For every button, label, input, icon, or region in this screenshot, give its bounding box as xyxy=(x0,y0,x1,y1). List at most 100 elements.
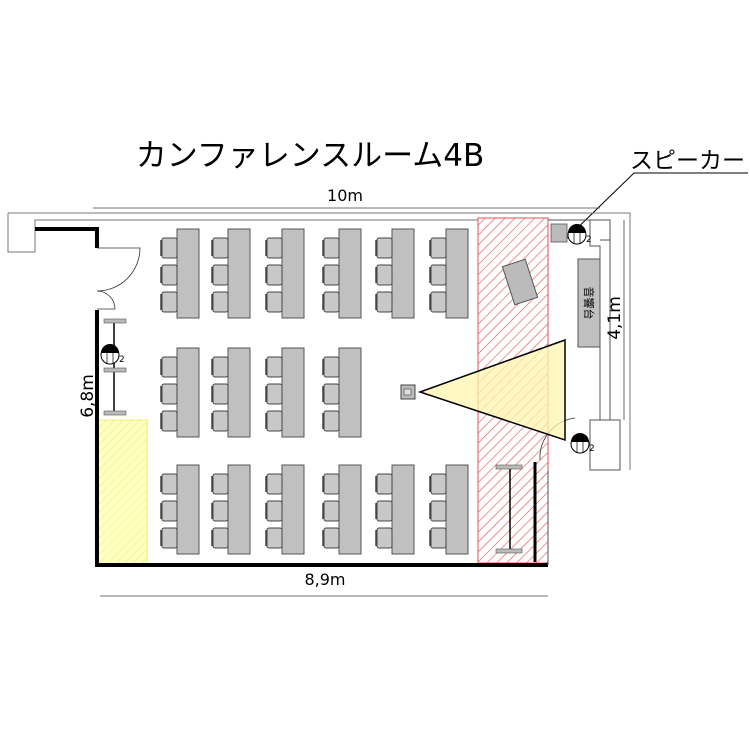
table xyxy=(281,228,305,319)
table xyxy=(176,347,200,438)
chair xyxy=(430,527,447,549)
table-with-chairs xyxy=(160,228,200,319)
table-with-chairs xyxy=(375,464,415,555)
table-with-chairs xyxy=(429,228,469,319)
screen-stand xyxy=(495,464,523,554)
wall-left-bottom xyxy=(95,310,548,567)
table-with-chairs xyxy=(265,228,305,319)
chair xyxy=(266,237,283,259)
chair xyxy=(266,291,283,313)
chair xyxy=(212,527,229,549)
chair xyxy=(323,291,340,313)
speaker-count: 2 xyxy=(586,235,592,245)
table xyxy=(338,464,362,555)
door-small-swing-icon[interactable] xyxy=(96,290,116,310)
table xyxy=(391,464,415,555)
speaker-icon[interactable]: 2 xyxy=(100,344,125,365)
table-with-chairs xyxy=(322,228,362,319)
table xyxy=(227,228,251,319)
table-with-chairs xyxy=(211,228,251,319)
chair xyxy=(212,356,229,378)
table-with-chairs xyxy=(429,464,469,555)
chair xyxy=(430,500,447,522)
chair xyxy=(323,410,340,432)
chair xyxy=(212,500,229,522)
chair xyxy=(161,500,178,522)
table xyxy=(281,347,305,438)
door-swing-icon[interactable] xyxy=(96,247,141,292)
table xyxy=(338,228,362,319)
speaker-icon[interactable]: 2 xyxy=(570,433,595,454)
chair xyxy=(430,291,447,313)
table-with-chairs xyxy=(322,347,362,438)
chair xyxy=(212,264,229,286)
speaker-count: 2 xyxy=(589,444,595,454)
whiteboard-stand xyxy=(103,318,127,416)
chair xyxy=(161,410,178,432)
chair xyxy=(161,356,178,378)
table-with-chairs xyxy=(160,464,200,555)
chair xyxy=(212,473,229,495)
projector-beam xyxy=(417,338,566,442)
chair xyxy=(266,500,283,522)
table xyxy=(445,464,469,555)
lectern xyxy=(501,258,539,306)
chair xyxy=(161,264,178,286)
chair xyxy=(266,410,283,432)
chair xyxy=(266,383,283,405)
chair xyxy=(212,237,229,259)
chair xyxy=(430,473,447,495)
table xyxy=(176,228,200,319)
table xyxy=(176,464,200,555)
chair xyxy=(323,473,340,495)
chair xyxy=(212,410,229,432)
room-title: カンファレンスルーム4B xyxy=(136,138,485,174)
chair xyxy=(376,237,393,259)
table-with-chairs xyxy=(265,347,305,438)
chair xyxy=(266,527,283,549)
chair xyxy=(323,237,340,259)
chair xyxy=(323,500,340,522)
table xyxy=(391,228,415,319)
table-with-chairs xyxy=(211,347,251,438)
sound-desk xyxy=(577,258,601,348)
speaker-count: 2 xyxy=(119,355,125,365)
chair xyxy=(161,383,178,405)
seating-area xyxy=(160,228,469,555)
right-dimension-label: 4,1m xyxy=(605,296,625,340)
projector-lens-icon xyxy=(403,388,412,396)
chair xyxy=(323,356,340,378)
chair xyxy=(161,527,178,549)
table xyxy=(445,228,469,319)
yellow-zone xyxy=(96,419,148,566)
table xyxy=(338,347,362,438)
bottom-dimension-label: 8,9m xyxy=(304,570,345,589)
chair xyxy=(376,473,393,495)
table xyxy=(227,464,251,555)
chair xyxy=(266,356,283,378)
chair xyxy=(266,473,283,495)
top-dimension-label: 10m xyxy=(327,186,363,205)
chair xyxy=(323,264,340,286)
table-with-chairs xyxy=(322,464,362,555)
table xyxy=(281,464,305,555)
speaker-leader-line xyxy=(564,172,748,241)
chair xyxy=(376,500,393,522)
chair xyxy=(212,383,229,405)
wall-top-left xyxy=(35,227,99,248)
chair xyxy=(212,291,229,313)
table-with-chairs xyxy=(375,228,415,319)
chair xyxy=(266,264,283,286)
speaker-label: スピーカー xyxy=(630,148,745,174)
building-outline xyxy=(7,212,631,470)
table xyxy=(227,347,251,438)
table-with-chairs xyxy=(160,347,200,438)
chair xyxy=(161,237,178,259)
chair xyxy=(323,527,340,549)
left-dimension-label: 6,8m xyxy=(78,374,98,418)
speaker-icon[interactable]: 2 xyxy=(550,223,592,245)
chair xyxy=(161,473,178,495)
chair xyxy=(376,264,393,286)
